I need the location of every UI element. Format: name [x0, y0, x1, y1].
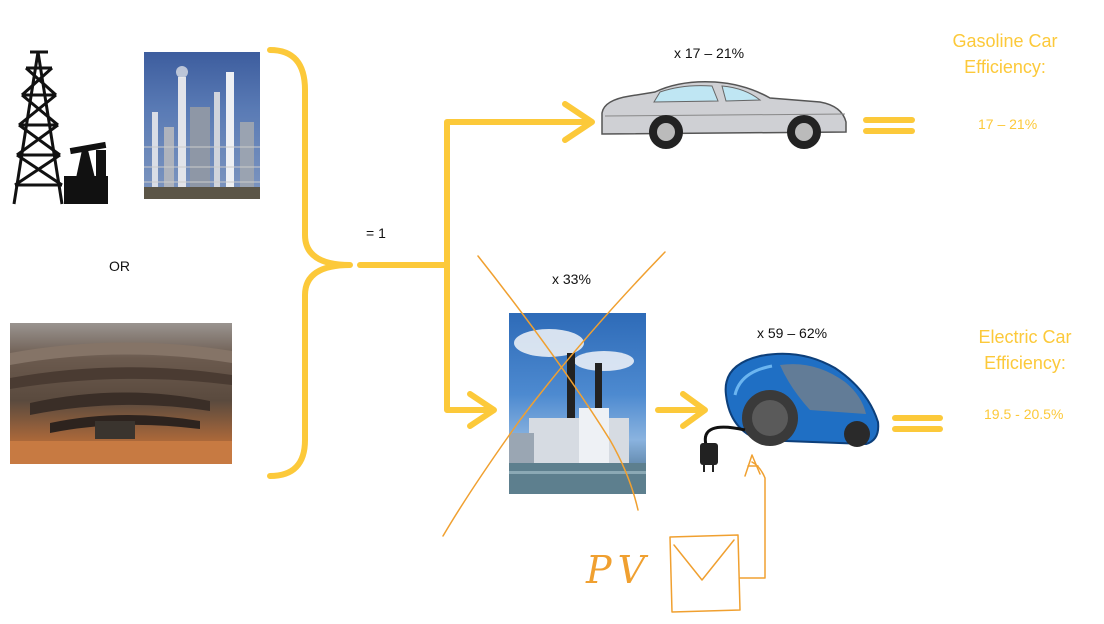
gasoline-efficiency-line2: Efficiency: [964, 57, 1046, 77]
arrow-to-power-plant [444, 262, 495, 413]
power-plant-photo [509, 313, 646, 494]
plant-multiplier-label: x 33% [552, 271, 591, 287]
equals-one-label: = 1 [366, 225, 386, 241]
arrow-to-gasoline-car [444, 119, 593, 268]
coal-mine-photo [10, 323, 232, 464]
or-label: OR [109, 258, 130, 274]
ev-multiplier-label: x 59 – 62% [757, 325, 828, 341]
brace [267, 47, 353, 479]
pv-label: PV [586, 548, 652, 592]
gasoline-efficiency-line1: Gasoline Car [952, 31, 1058, 51]
electric-efficiency-line1: Electric Car [978, 327, 1072, 347]
electric-efficiency-line2: Efficiency: [984, 353, 1066, 373]
electric-efficiency-value: 19.5 - 20.5% [984, 406, 1064, 422]
refinery-photo [144, 52, 260, 199]
gasoline-efficiency-value: 17 – 21% [978, 116, 1038, 132]
gasoline-multiplier-label: x 17 – 21% [674, 45, 745, 61]
electric-efficiency-title: Electric Car Efficiency: [950, 324, 1100, 376]
gasoline-efficiency-title: Gasoline Car Efficiency: [930, 28, 1080, 80]
